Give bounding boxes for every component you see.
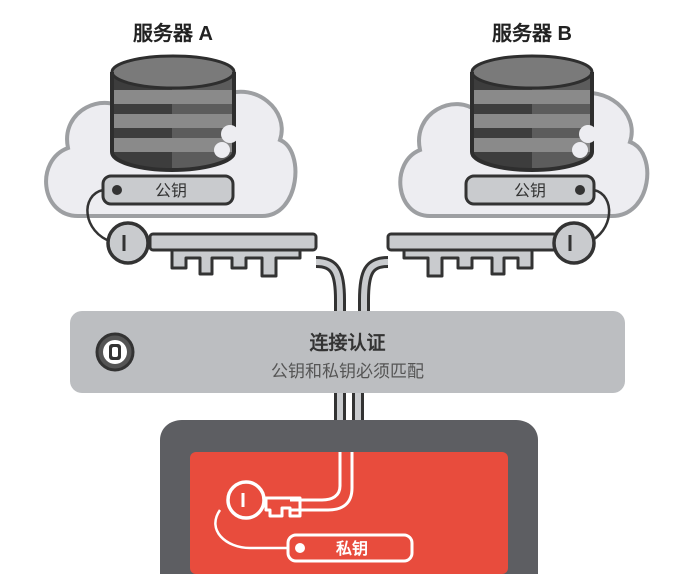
auth-subtitle: 公钥和私钥必须匹配 bbox=[70, 357, 625, 382]
auth-title: 连接认证 bbox=[70, 328, 625, 355]
server-a-public-key-label: 公钥 bbox=[155, 182, 187, 200]
connection-auth-panel: 连接认证 公钥和私钥必须匹配 bbox=[70, 311, 625, 393]
server-a-title: 服务器 A bbox=[133, 21, 213, 45]
server-b-public-key-tag: 公钥 bbox=[466, 176, 594, 204]
private-key-tag: 私钥 bbox=[288, 535, 412, 561]
private-key-label: 私钥 bbox=[336, 539, 368, 558]
server-a-key-icon bbox=[108, 223, 316, 276]
server-b-public-key-label: 公钥 bbox=[514, 182, 546, 200]
server-a-database-icon bbox=[112, 56, 239, 170]
server-b-title: 服务器 B bbox=[492, 21, 572, 45]
server-b-key-icon bbox=[388, 223, 594, 276]
server-b-database-icon bbox=[472, 56, 597, 170]
server-a-public-key-tag: 公钥 bbox=[103, 176, 233, 204]
